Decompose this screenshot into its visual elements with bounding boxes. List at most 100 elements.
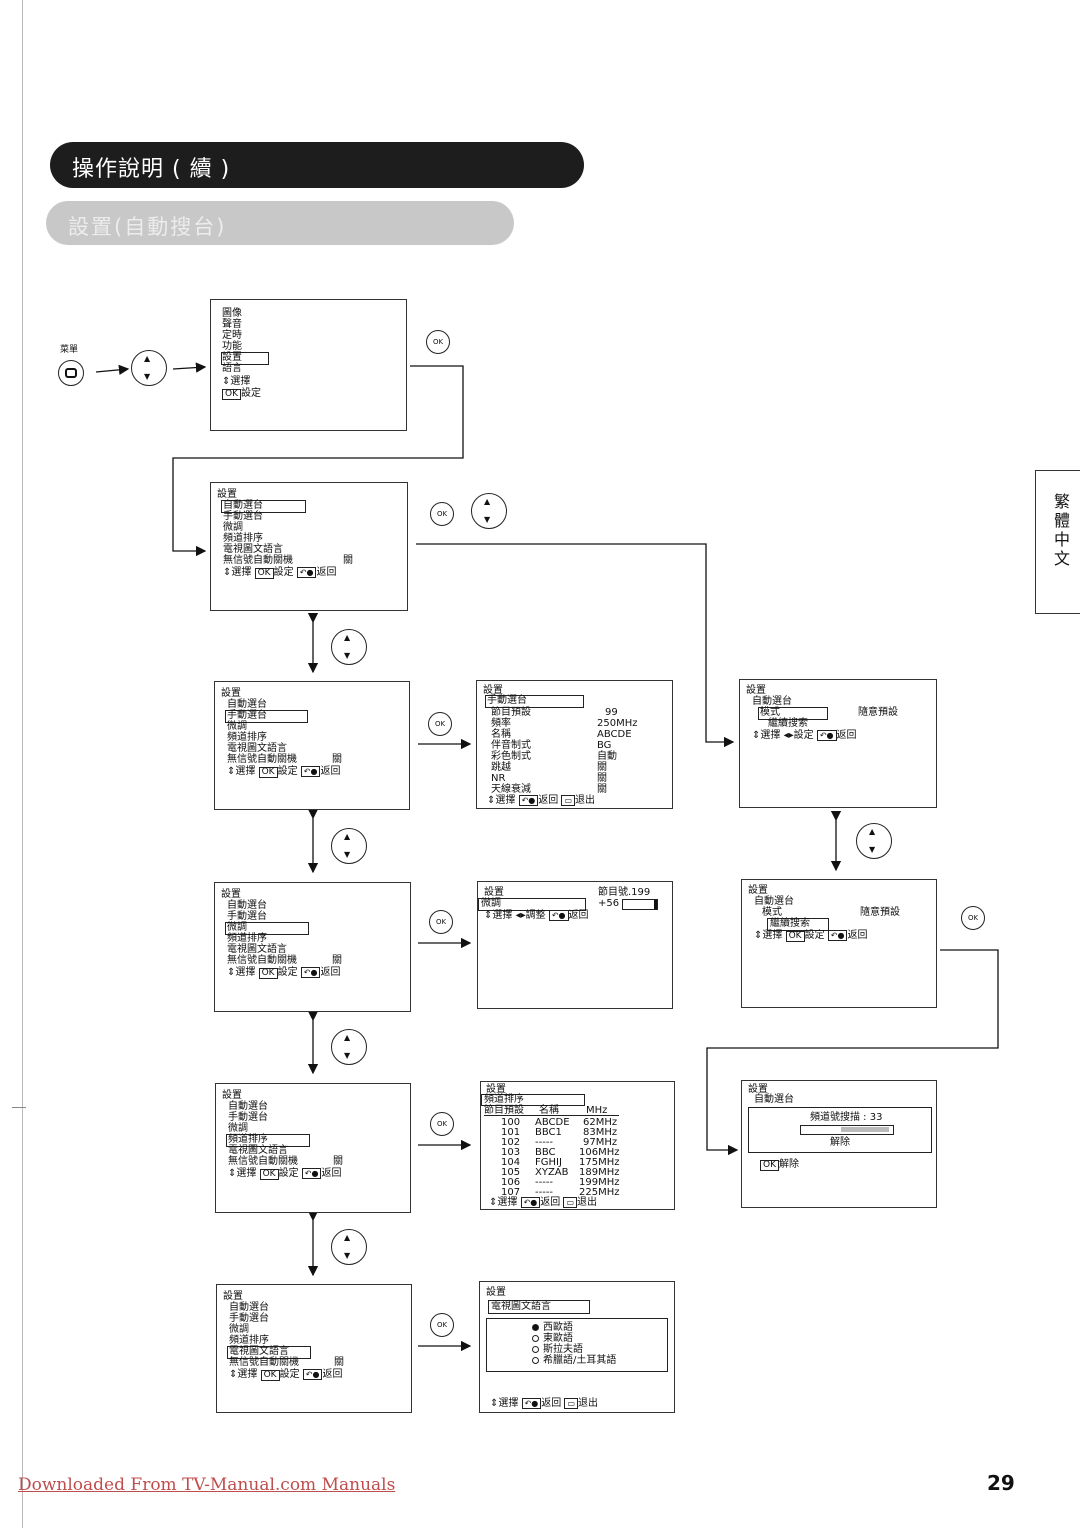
cancel-label[interactable]: 解除 [830,1137,850,1148]
footer-download-link[interactable]: Downloaded From TV-Manual.com Manuals [18,1475,396,1495]
ok-button[interactable]: OK [430,502,454,526]
ok-button[interactable]: OK [428,712,452,736]
up-down-nav-button[interactable]: ▲▼ [856,823,892,859]
search-label[interactable]: 繼續搜索 [770,918,810,929]
setup-item[interactable]: 無信號自動關機 [228,1156,298,1167]
channel-sort-screen: 設置 頻道排序 節目預設 名稱 MHz 100 ABCDE 62MHz 101 … [480,1081,675,1210]
table-cell: 83MHz [583,1127,618,1138]
setup-item[interactable]: 手動選台 [223,511,263,522]
language-option[interactable]: 東歐語 [532,1333,573,1344]
up-down-nav-button[interactable]: ▲▼ [331,629,367,665]
setup-item[interactable]: 手動選台 [228,1112,268,1123]
mode-label[interactable]: 模式 [760,707,780,718]
setup-item[interactable]: 無信號自動關機 [223,555,293,566]
ok-button[interactable]: OK [430,1313,454,1337]
table-cell: 175MHz [579,1157,620,1168]
up-down-nav-button[interactable]: ▲▼ [131,350,167,386]
radio-icon [532,1356,539,1364]
menu-exit-icon: ▭ [561,795,576,806]
setup-screen-sort: 設置 自動選台 手動選台 微調 頻道排序 電視圖文語言 無信號自動關機 關 ⇕選… [215,1083,411,1213]
menu-item[interactable]: 聲音 [222,319,242,330]
setup-item[interactable]: 無信號自動關機 [227,754,297,765]
program-number: 節目號.199 [598,887,651,898]
ok-button[interactable]: OK [430,1112,454,1136]
up-down-nav-button[interactable]: ▲▼ [331,1029,367,1065]
hint-set: 設定 [793,730,814,741]
setup-item[interactable]: 微調 [228,1123,248,1134]
ok-badge: OK [258,968,278,979]
setup-item[interactable]: 電視圖文語言 [227,743,287,754]
menu-item[interactable]: 定時 [222,330,242,341]
ok-button[interactable]: OK [426,330,450,354]
menu-item[interactable]: 語言 [222,363,242,374]
mode-value: 隨意預設 [860,907,900,918]
setup-item[interactable]: 自動選台 [228,1101,268,1112]
setup-item[interactable]: 電視圖文語言 [227,944,287,955]
up-arrow-icon: ▲ [144,354,151,363]
setup-item[interactable]: 微調 [223,522,243,533]
setup-screen-manual: 設置 自動選台 手動選台 微調 頻道排序 電視圖文語言 無信號自動關機 關 ⇕選… [214,681,410,810]
menu-icon [65,368,77,378]
setup-item[interactable]: 頻道排序 [227,732,267,743]
auto-tuning-screen-mode: 設置 自動選台 模式 隨意預設 繼續搜索 ⇕選擇 ◂▸設定 ↶●返回 [739,679,937,808]
table-cell: 199MHz [579,1177,620,1188]
up-down-nav-button[interactable]: ▲▼ [471,493,507,529]
section-subtitle: 設置(自動搜台) [68,215,227,239]
hint-select: 選擇 [492,910,513,921]
language-option[interactable]: 斯拉夫語 [532,1344,583,1355]
setup-item[interactable]: 頻道排序 [228,1134,268,1145]
menu-item[interactable]: 功能 [222,341,242,352]
setup-item[interactable]: 無信號自動關機 [227,955,297,966]
menu-button-label: 菜單 [60,345,79,355]
setup-item[interactable]: 頻道排序 [223,533,263,544]
down-arrow-icon: ▼ [344,850,351,859]
menu-item-selected[interactable]: 設置 [222,352,242,363]
setup-item[interactable]: 手動選台 [227,911,267,922]
setup-item[interactable]: 自動選台 [229,1302,269,1313]
up-down-nav-button[interactable]: ▲▼ [331,828,367,864]
ok-badge: OK [258,767,278,778]
radio-icon [532,1345,539,1353]
setup-item[interactable]: 自動選台 [227,900,267,911]
down-arrow-icon: ▼ [344,1251,351,1260]
fine-tune-bar[interactable] [622,899,658,910]
menu-item[interactable]: 圖像 [222,308,242,319]
table-row: 103 [501,1147,521,1158]
setup-item[interactable]: 自動選台 [223,500,263,511]
hint-select: 選擇 [230,376,251,387]
setup-item[interactable]: 電視圖文語言 [229,1346,289,1357]
setup-item[interactable]: 微調 [227,721,247,732]
ok-badge: OK [259,1169,279,1180]
back-icon: ↶● [300,766,321,777]
setup-item[interactable]: 自動選台 [227,699,267,710]
setup-item[interactable]: 手動選台 [227,710,267,721]
setup-item[interactable]: 電視圖文語言 [228,1145,288,1156]
up-down-nav-button[interactable]: ▲▼ [331,1229,367,1265]
updown-icon: ⇕ [227,967,236,978]
hint-set: 設定 [241,388,261,399]
setup-item[interactable]: 手動選台 [229,1313,269,1324]
ok-button[interactable]: OK [429,910,453,934]
table-cell: ----- [535,1177,554,1188]
ok-button[interactable]: OK [961,906,985,930]
setup-screen-teletext: 設置 自動選台 手動選台 微調 頻道排序 電視圖文語言 無信號自動關機 關 ⇕選… [216,1284,412,1413]
screen-title: 設置 [217,489,237,500]
setup-item[interactable]: 無信號自動關機 [229,1357,299,1368]
setup-item[interactable]: 電視圖文語言 [223,544,283,555]
language-option[interactable]: 西歐語 [532,1322,573,1333]
table-row: 101 [501,1127,521,1138]
down-arrow-icon: ▼ [484,515,491,524]
menu-remote-button[interactable] [58,360,84,386]
setup-item[interactable]: 微調 [229,1324,249,1335]
search-label[interactable]: 繼續搜索 [768,718,808,729]
language-option[interactable]: 希臘語/土耳其語 [532,1355,616,1366]
mode-label[interactable]: 模式 [762,907,782,918]
setup-item[interactable]: 微調 [227,922,247,933]
auto-off-value: 關 [333,1156,343,1167]
screen-heading: 電視圖文語言 [491,1301,551,1312]
setup-item[interactable]: 頻道排序 [229,1335,269,1346]
auto-off-value: 關 [332,955,342,966]
setup-item[interactable]: 頻道排序 [227,933,267,944]
line-setup-to-auto [416,543,735,748]
